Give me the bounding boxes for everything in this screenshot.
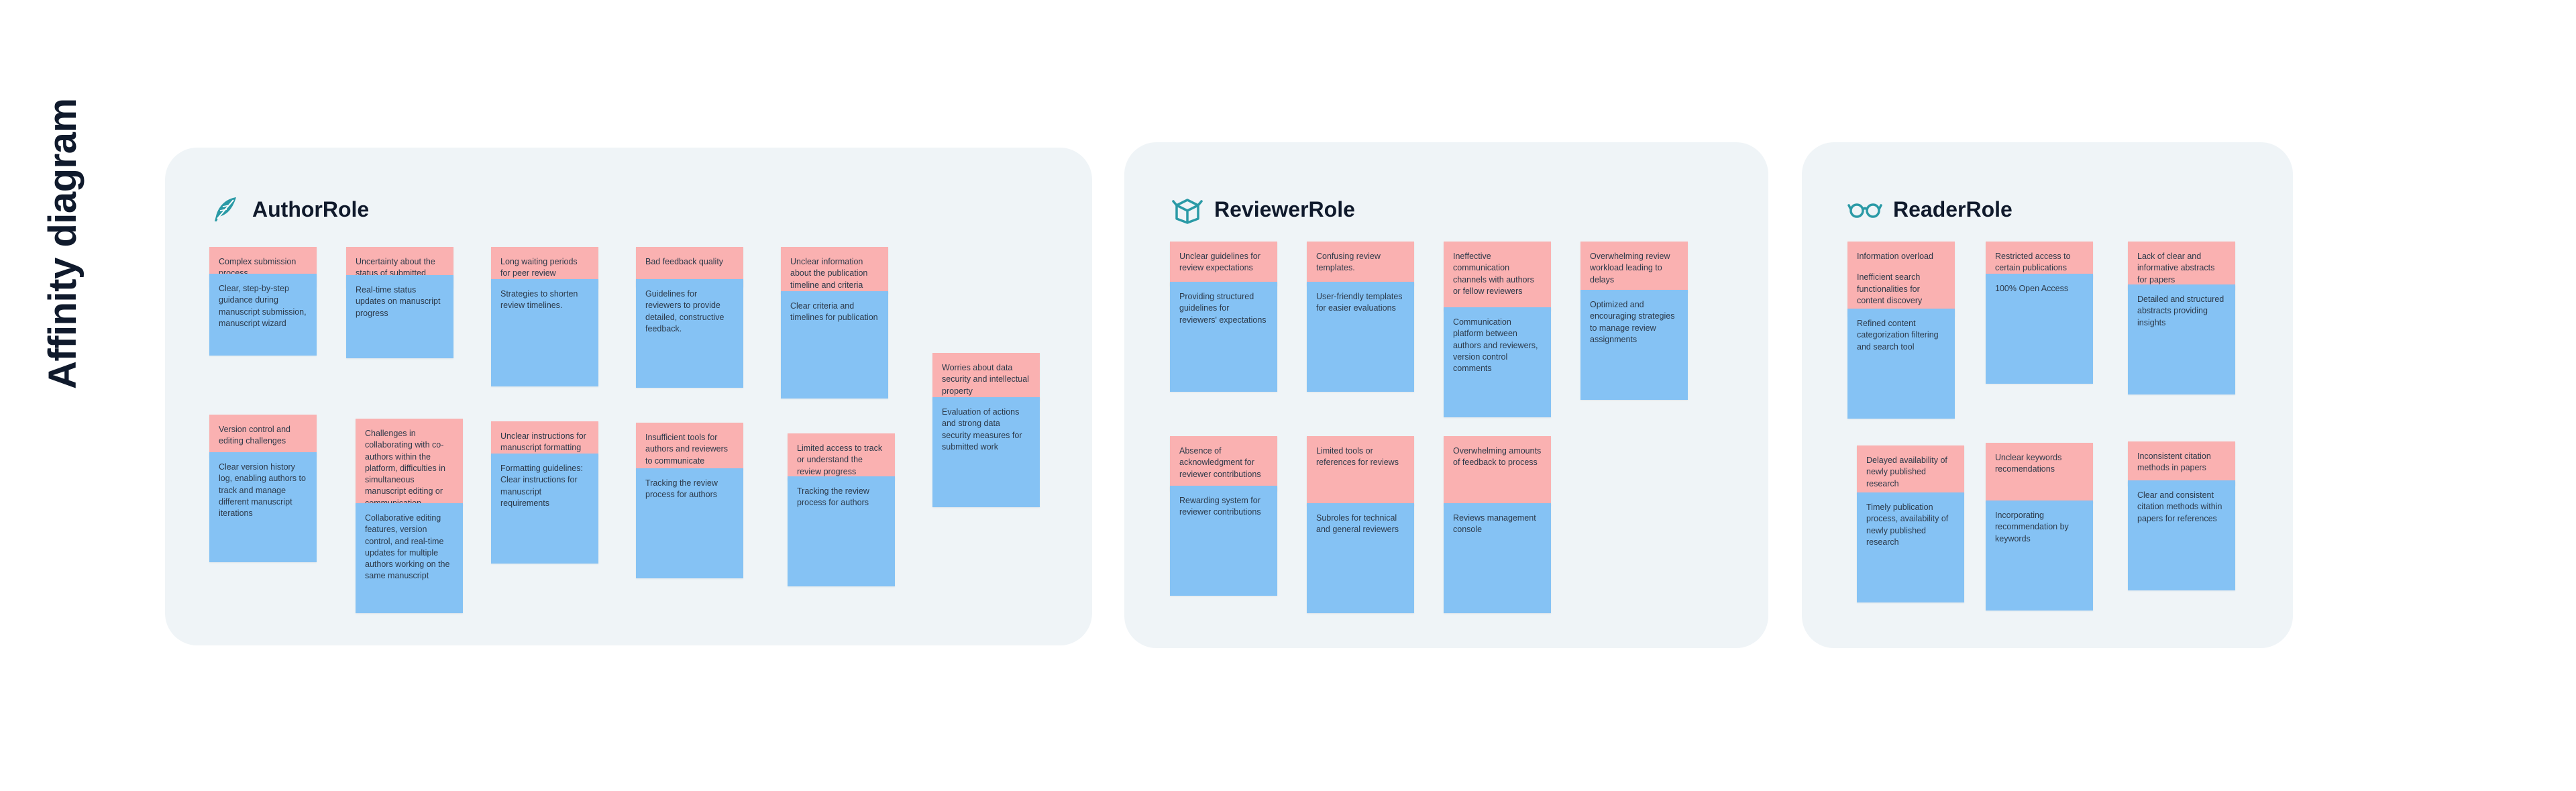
solution-note: Tracking the review process for authors bbox=[788, 476, 895, 586]
pain-point-note: Unclear keywords recomendations bbox=[1986, 443, 2093, 503]
solution-note: Providing structured guidelines for revi… bbox=[1170, 282, 1277, 392]
author-role-board: AuthorRole Complex submission process Cl… bbox=[165, 148, 1092, 645]
solution-note: Collaborative editing features, version … bbox=[356, 503, 463, 613]
page-title: Affinity diagram bbox=[41, 98, 85, 390]
feather-icon bbox=[209, 193, 241, 225]
pain-point-note: Unclear instructions for manuscript form… bbox=[491, 421, 598, 459]
solution-note: Incorporating recommendation by keywords bbox=[1986, 500, 2093, 611]
author-board-header: AuthorRole bbox=[209, 193, 369, 225]
pain-point-note: Limited tools or references for reviews bbox=[1307, 436, 1414, 506]
pain-point-note: Worries about data security and intellec… bbox=[932, 353, 1040, 401]
solution-note: Real-time status updates on manuscript p… bbox=[346, 275, 453, 358]
solution-note: Timely publication process, availability… bbox=[1857, 492, 1964, 602]
pain-point-note: Insufficient tools for authors and revie… bbox=[636, 423, 743, 470]
pain-point-note: Absence of acknowledgment for reviewer c… bbox=[1170, 436, 1277, 491]
solution-note: Refined content categorization filtering… bbox=[1847, 309, 1955, 419]
solution-note: Reviews management console bbox=[1444, 503, 1551, 613]
reader-board-header: ReaderRole bbox=[1847, 196, 2012, 223]
pain-point-note: Unclear information about the publicatio… bbox=[781, 247, 888, 294]
reviewer-board-header: ReviewerRole bbox=[1171, 193, 1355, 225]
pain-point-note: Information overload Inefficient search … bbox=[1847, 242, 1955, 317]
solution-note: Subroles for technical and general revie… bbox=[1307, 503, 1414, 613]
pain-point-text: Information overload bbox=[1857, 252, 1933, 261]
solution-note: Tracking the review process for authors bbox=[636, 468, 743, 578]
pain-point-note: Delayed availability of newly published … bbox=[1857, 445, 1964, 494]
open-box-icon bbox=[1171, 193, 1203, 225]
solution-note: Strategies to shorten review timelines. bbox=[491, 279, 598, 386]
solution-note: Evaluation of actions and strong data se… bbox=[932, 397, 1040, 507]
solution-note: Clear and consistent citation methods wi… bbox=[2128, 480, 2235, 590]
pain-point-note: Inconsistent citation methods in papers bbox=[2128, 441, 2235, 486]
solution-note: Formatting guidelines: Clear instruction… bbox=[491, 454, 598, 564]
reviewer-role-board: ReviewerRole Unclear guidelines for revi… bbox=[1124, 142, 1768, 648]
solution-note: 100% Open Access bbox=[1986, 274, 2093, 384]
reader-role-board: ReaderRole Information overload Ineffici… bbox=[1802, 142, 2293, 648]
pain-point-note: Lack of clear and informative abstracts … bbox=[2128, 242, 2235, 290]
pain-point-note: Challenges in collaborating with co-auth… bbox=[356, 419, 463, 506]
reviewer-board-title: ReviewerRole bbox=[1214, 197, 1355, 221]
pain-point-note: Ineffective communication channels with … bbox=[1444, 242, 1551, 311]
pain-point-note: Overwhelming review workload leading to … bbox=[1580, 242, 1688, 293]
solution-note: Clear criteria and timelines for publica… bbox=[781, 291, 888, 399]
author-board-title: AuthorRole bbox=[252, 197, 370, 221]
pain-point-note: Overwhelming amounts of feedback to proc… bbox=[1444, 436, 1551, 506]
pain-point-note: Restricted access to certain publication… bbox=[1986, 242, 2093, 279]
solution-note: Detailed and structured abstracts provid… bbox=[2128, 284, 2235, 394]
solution-note: Guidelines for reviewers to provide deta… bbox=[636, 279, 743, 388]
pain-point-note: Unclear guidelines for review expectatio… bbox=[1170, 242, 1277, 286]
pain-point-note: Confusing review templates. bbox=[1307, 242, 1414, 286]
pain-point-note: Version control and editing challenges bbox=[209, 415, 317, 458]
solution-note: User-friendly templates for easier evalu… bbox=[1307, 282, 1414, 392]
reader-board-title: ReaderRole bbox=[1893, 197, 2012, 221]
solution-note: Clear version history log, enabling auth… bbox=[209, 452, 317, 562]
solution-note: Optimized and encouraging strategies to … bbox=[1580, 290, 1688, 400]
glasses-icon bbox=[1847, 196, 1882, 223]
solution-note: Clear, step-by-step guidance during manu… bbox=[209, 274, 317, 356]
solution-note: Communication platform between authors a… bbox=[1444, 307, 1551, 417]
solution-note: Rewarding system for reviewer contributi… bbox=[1170, 486, 1277, 596]
pain-point-text-secondary: Inefficient search functionalities for c… bbox=[1857, 272, 1923, 305]
pain-point-note: Limited access to track or understand th… bbox=[788, 433, 895, 480]
